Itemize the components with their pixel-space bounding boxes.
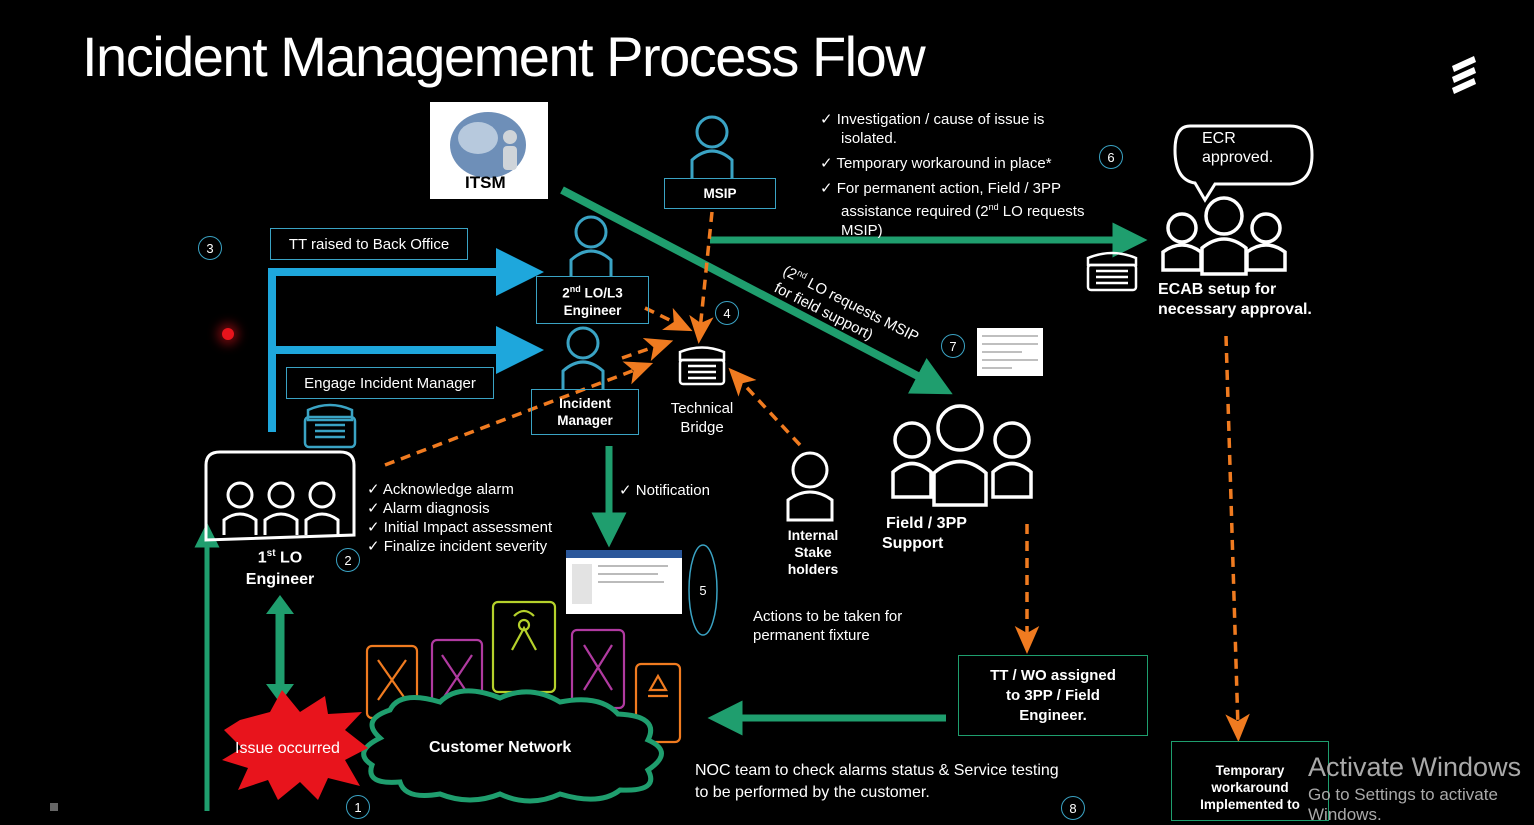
field-support-team-icon xyxy=(891,404,1033,507)
step-4-badge: 4 xyxy=(715,301,739,325)
issue-occurred-label: Issue occurred xyxy=(235,740,340,757)
orange-dashed-arrows xyxy=(384,211,1250,742)
ecab-phone-icon xyxy=(1086,251,1138,292)
first-lo-checklist: Acknowledge alarm Alarm diagnosis Initia… xyxy=(367,480,552,556)
blue-flow-arrows xyxy=(268,248,544,432)
incident-manager-person-icon xyxy=(561,326,605,389)
notification-label: Notification xyxy=(619,481,710,500)
step-6-badge: 6 xyxy=(1099,145,1123,169)
step-7-badge: 7 xyxy=(941,334,965,358)
second-lo-engineer-box[interactable]: 2nd LO/L3 Engineer xyxy=(536,276,649,324)
incident-manager-line2: Manager xyxy=(557,413,613,428)
internal-stakeholder-person-icon xyxy=(786,451,834,522)
second-lo-person-icon xyxy=(569,215,613,276)
engage-incident-manager-box[interactable]: Engage Incident Manager xyxy=(286,367,494,399)
incident-manager-box[interactable]: Incident Manager xyxy=(531,389,639,435)
itsm-logo-icon xyxy=(430,102,548,199)
msip-box[interactable]: MSIP xyxy=(664,178,776,209)
notification-email-thumbnail xyxy=(566,550,682,614)
engage-im-label: Engage Incident Manager xyxy=(304,374,476,392)
investigation-item-2: Temporary workaround in place* xyxy=(820,154,1084,173)
step-8-badge: 8 xyxy=(1061,796,1085,820)
green-flow-arrows xyxy=(194,186,1148,811)
left-marker xyxy=(50,803,58,811)
msip-label: MSIP xyxy=(703,186,737,201)
msip-person-icon xyxy=(690,115,734,178)
ecab-team-icon xyxy=(1161,196,1287,276)
tt-wo-assigned-box[interactable]: TT / WO assigned to 3PP / Field Engineer… xyxy=(958,655,1148,736)
customer-network-cloud xyxy=(361,688,664,804)
itsm-label: ITSM xyxy=(465,173,506,192)
msip-request-form-thumbnail xyxy=(977,328,1043,376)
customer-network-label: Customer Network xyxy=(429,739,572,756)
step-3-badge: 3 xyxy=(198,236,222,260)
tt-raised-box[interactable]: TT raised to Back Office xyxy=(270,228,468,260)
second-lo-label-line2: Engineer xyxy=(563,302,622,318)
investigation-item-1: Investigation / cause of issue is xyxy=(820,110,1084,129)
phone-icon xyxy=(303,403,357,449)
ecr-speech-bubble xyxy=(1173,124,1314,203)
activate-windows-watermark: Activate Windows Go to Settings to activ… xyxy=(1308,752,1522,824)
noc-team-label: NOC team to check alarms status & Servic… xyxy=(695,762,1059,801)
checklist-item: Finalize incident severity xyxy=(367,537,552,556)
second-lo-label: 2nd LO/L3 xyxy=(562,284,623,301)
issue-occurred-burst xyxy=(222,690,368,800)
step-5-badge: 5 xyxy=(699,582,707,598)
tt-raised-label: TT raised to Back Office xyxy=(288,235,450,253)
investigation-checklist: Investigation / cause of issue is isolat… xyxy=(820,110,1084,240)
step-5-ellipse xyxy=(688,544,718,636)
page-title: Incident Management Process Flow xyxy=(82,25,926,88)
checklist-item: Acknowledge alarm xyxy=(367,480,552,499)
pointer-indicator xyxy=(222,328,234,340)
first-lo-label: 1st LO Engineer xyxy=(245,548,315,589)
step-2-badge: 2 xyxy=(336,548,360,572)
ericsson-logo-icon xyxy=(1452,56,1476,94)
checklist-item: Initial Impact assessment xyxy=(367,518,552,537)
investigation-item-3: For permanent action, Field / 3PP xyxy=(820,179,1084,198)
temporary-workaround-box[interactable]: Temporary workaround Implemented to xyxy=(1171,741,1329,821)
step-1-badge: 1 xyxy=(346,795,370,819)
first-lo-team-icon xyxy=(204,450,356,542)
checklist-item: Alarm diagnosis xyxy=(367,499,552,518)
incident-manager-line1: Incident xyxy=(559,396,611,411)
technical-bridge-phone-icon xyxy=(678,346,726,386)
